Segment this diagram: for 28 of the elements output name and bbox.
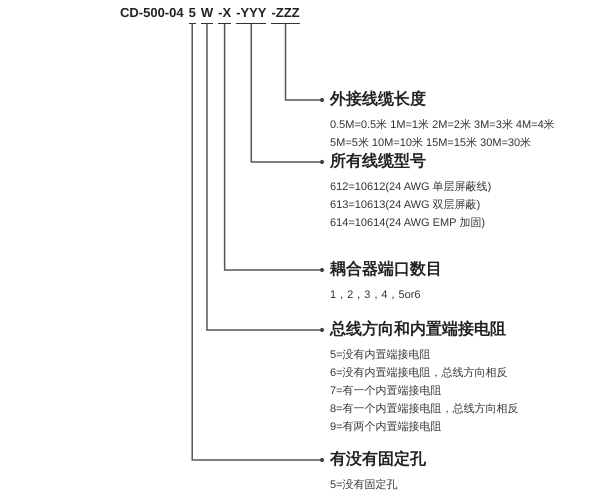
code-segment: W bbox=[200, 5, 214, 24]
field-heading: 外接线缆长度 bbox=[330, 89, 427, 110]
field-heading: 耦合器端口数目 bbox=[330, 260, 442, 280]
code-prefix: CD-500-04 bbox=[120, 5, 184, 22]
leader-line bbox=[206, 24, 324, 332]
option-text: 7=有一个内置端接电阻 bbox=[330, 384, 443, 399]
option-text: 5=没有固定孔 bbox=[330, 478, 399, 493]
option-text: 5=没有内置端接电阻 bbox=[330, 348, 432, 363]
option-text: 9=有两个内置端接电阻 bbox=[330, 420, 443, 435]
option-text: 8=有一个内置端接电阻，总线方向相反 bbox=[330, 402, 519, 417]
code-segment: -ZZZ bbox=[271, 5, 300, 24]
field-heading: 总线方向和内置端接电阻 bbox=[330, 319, 507, 340]
code-segment: -X bbox=[218, 5, 232, 24]
leader-line bbox=[250, 24, 324, 164]
field-heading: 有没有固定孔 bbox=[330, 449, 426, 470]
option-text: 612=10612(24 AWG 单层屏蔽线) bbox=[330, 180, 492, 195]
option-text: 614=10614(24 AWG EMP 加固) bbox=[330, 216, 486, 231]
option-text: 613=10613(24 AWG 双层屏蔽) bbox=[330, 198, 482, 213]
leader-line bbox=[191, 24, 324, 462]
option-text: 0.5M=0.5米 1M=1米 2M=2米 3M=3米 4M=4米 bbox=[330, 118, 555, 133]
option-text: 6=没有内置端接电阻，总线方向相反 bbox=[330, 366, 509, 381]
option-text: 5M=5米 10M=10米 15M=15米 30M=30米 bbox=[330, 136, 532, 151]
leader-line bbox=[284, 24, 324, 102]
field-heading: 所有线缆型号 bbox=[330, 152, 427, 172]
option-text: 1，2，3，4，5or6 bbox=[330, 288, 422, 303]
code-segment: -YYY bbox=[236, 5, 266, 24]
code-segment: 5 bbox=[188, 5, 196, 24]
leader-line bbox=[224, 24, 324, 272]
